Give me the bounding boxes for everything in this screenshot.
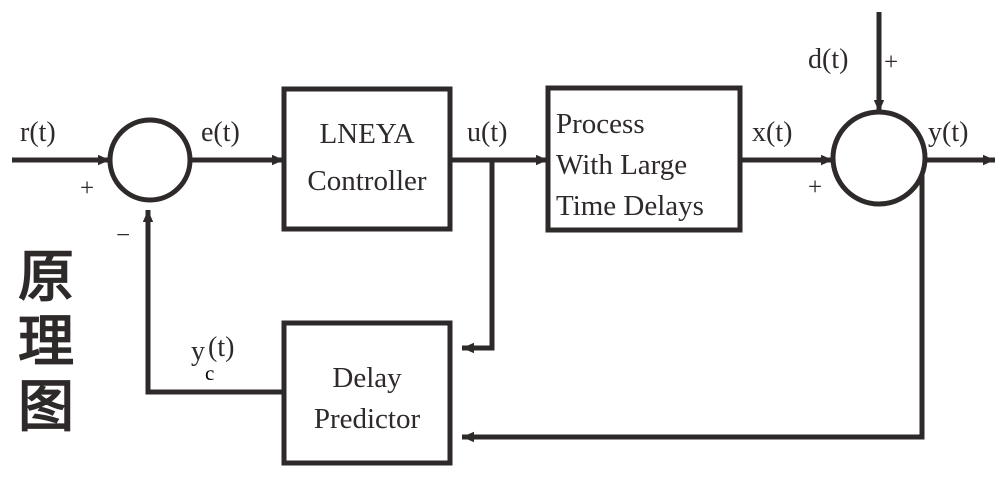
- wire-control-to-predictor: [462, 160, 495, 354]
- caption-character-3: 图: [18, 375, 74, 440]
- signal-label-error: e(t): [201, 117, 240, 148]
- error-summer-circle: [107, 117, 193, 203]
- wire-predictor-feedback: [142, 210, 284, 395]
- process-block: [545, 85, 743, 233]
- process-label-line-1: Process: [556, 108, 645, 140]
- caption-character-1: 原: [18, 245, 74, 310]
- disturbance-summer-circle: [830, 109, 928, 207]
- signal-label-control: u(t): [467, 117, 507, 148]
- sign-process-plus: +: [808, 174, 822, 201]
- signal-label-predicted-base: y: [191, 336, 205, 367]
- sign-reference-plus: +: [80, 175, 94, 202]
- signal-label-predicted-subscript: c: [205, 361, 214, 385]
- delay-predictor-label-line-1: Delay: [332, 362, 402, 394]
- signal-label-output: y(t): [928, 117, 968, 148]
- signal-label-reference: r(t): [20, 117, 56, 148]
- controller-label-line-1: LNEYA: [319, 118, 414, 150]
- signal-label-predicted-tail: (t): [208, 332, 234, 363]
- signal-label-process-output: x(t): [752, 117, 792, 148]
- signal-label-disturbance: d(t): [808, 44, 848, 75]
- controller-block: [281, 86, 453, 232]
- process-label-line-2: With Large: [556, 149, 687, 181]
- wire-output-to-predictor: [462, 160, 925, 443]
- sign-feedback-minus: −: [116, 222, 130, 249]
- sign-disturbance-plus: +: [884, 49, 898, 76]
- caption-character-2: 理: [18, 310, 74, 375]
- process-label-line-3: Time Delays: [556, 190, 704, 222]
- delay-predictor-block: [281, 320, 453, 466]
- delay-predictor-label-line-2: Predictor: [314, 403, 421, 435]
- controller-label-line-2: Controller: [307, 165, 427, 197]
